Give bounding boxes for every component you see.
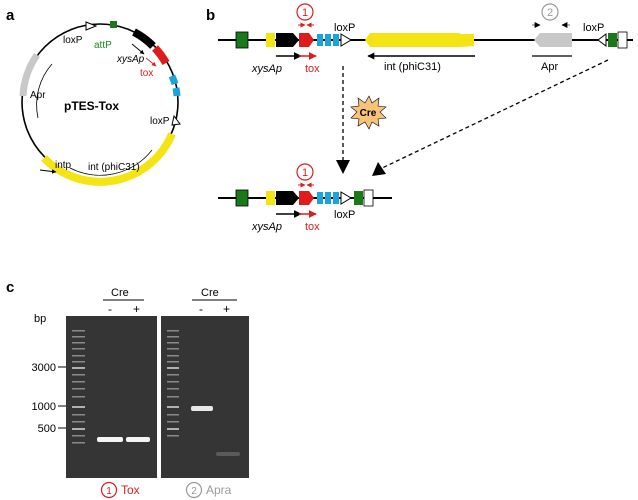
marker-1000: 1000: [32, 401, 56, 413]
tox-block: [299, 33, 314, 47]
gel1-minus: -: [108, 302, 112, 316]
apr-block: [534, 33, 572, 47]
int-inner-line: [69, 149, 153, 176]
int-label-a: int (phiC31): [88, 162, 140, 173]
gel2-minus: -: [199, 302, 203, 316]
loxp-triangle-right: [171, 114, 181, 126]
apr-inner-line: [36, 63, 53, 119]
xysap-block: [276, 33, 299, 47]
tox-arrow: [145, 57, 157, 67]
loxp-label-b1: loxP: [334, 22, 355, 34]
marker-500: 500: [38, 423, 56, 435]
int-label-b: int (phiC31): [384, 61, 441, 73]
gel1-plus: +: [133, 302, 140, 316]
gel2-plus: +: [223, 302, 230, 316]
intp-arrow: [39, 169, 57, 174]
white-box-b-right: [363, 189, 374, 207]
green-box-right-1: [608, 33, 617, 47]
cre-starburst: [350, 95, 387, 130]
gel1-band-plus: [126, 437, 150, 442]
blue-site-c3: [333, 192, 339, 204]
loxp-label-b3: loxP: [334, 209, 355, 221]
ladder-gel1: [72, 330, 85, 444]
green-box-left: [235, 31, 249, 49]
circle-1-bottom: [296, 163, 314, 181]
cre-label: Cre: [360, 108, 377, 119]
circle-1-gel: [100, 481, 118, 499]
xysap-arrow: [131, 43, 145, 55]
blue-site-b1: [317, 34, 323, 46]
dashed-arrow-right: [377, 59, 609, 171]
loxp-triangle-b3: [340, 191, 352, 205]
blue-site-c2: [325, 192, 331, 204]
blue-site-1: [168, 74, 179, 86]
circle-1-bottom-num: 1: [302, 167, 308, 179]
yellow-small-b: [266, 191, 275, 205]
attp-box: [110, 21, 117, 28]
blue-site-c1: [317, 192, 323, 204]
circle-2-gel-num: 2: [191, 486, 197, 497]
white-box-right: [617, 31, 628, 49]
gel1-band-minus: [97, 437, 123, 442]
xysap-label-b1: xysAp: [251, 63, 282, 75]
circle-2-top-num: 2: [547, 7, 553, 19]
panel-a: a loxP attP xysAp tox loxP Apr: [6, 7, 181, 186]
apra-gel-label: Apra: [206, 483, 232, 497]
apr-label-a: Apr: [30, 90, 46, 101]
gel2-band-minus: [191, 406, 213, 411]
int-arc: [41, 132, 176, 186]
circle-2-gel: [185, 481, 203, 499]
blue-site-2: [172, 87, 181, 97]
gel1-cre-header: Cre: [111, 287, 129, 299]
yellow-small-left: [266, 33, 275, 47]
xysap-block-b: [276, 191, 299, 205]
apr-arc: [19, 52, 40, 97]
gel2-cre-header: Cre: [201, 287, 219, 299]
circle-2-top: [541, 3, 559, 21]
intp-label: intp: [55, 160, 72, 171]
circle-1-top: [296, 3, 314, 21]
loxp-triangle-top: [85, 21, 98, 31]
xysap-label-a: xysAp: [116, 54, 145, 65]
xysap-label-b2: xysAp: [251, 221, 282, 233]
panel-a-label: a: [6, 7, 15, 24]
plasmid-name: pTES-Tox: [64, 99, 119, 113]
green-box-b-right: [354, 191, 363, 205]
loxp-triangle-b1: [340, 33, 352, 47]
panel-c-label: c: [6, 279, 14, 296]
tox-label-b1: tox: [305, 63, 320, 75]
panel-b-label: b: [206, 7, 215, 24]
dashed-arrow-right-head: [372, 162, 386, 176]
xysap-arc: [132, 28, 156, 49]
loxp-label-top: loxP: [63, 35, 83, 46]
gel2-faint-plus: [216, 452, 240, 456]
circle-1-top-num: 1: [302, 7, 308, 19]
loxp-triangle-b2: [597, 33, 607, 47]
tox-label-b2: tox: [305, 221, 320, 233]
tox-label-a: tox: [140, 68, 153, 79]
ladder-gel2: [167, 330, 179, 437]
panel-c: c bp 3000 1000 500 Cre - +: [6, 279, 249, 499]
bp-label: bp: [34, 313, 46, 325]
blue-site-b2: [325, 34, 331, 46]
dashed-arrow-left-head: [336, 160, 350, 174]
int-block: [365, 33, 474, 47]
green-box-b-left: [235, 189, 249, 207]
tox-block-b: [299, 191, 314, 205]
apr-label-b: Apr: [541, 61, 558, 73]
panel-b: b 1 2 loxP loxP xysAp tox: [206, 3, 633, 233]
tox-arc: [152, 45, 170, 66]
loxp-label-b2: loxP: [583, 22, 604, 34]
attp-label: attP: [94, 40, 112, 51]
marker-3000: 3000: [32, 362, 56, 374]
loxp-label-right: loxP: [150, 116, 170, 127]
circle-1-gel-num: 1: [106, 486, 112, 497]
blue-site-b3: [333, 34, 339, 46]
tox-gel-label: Tox: [121, 483, 140, 497]
